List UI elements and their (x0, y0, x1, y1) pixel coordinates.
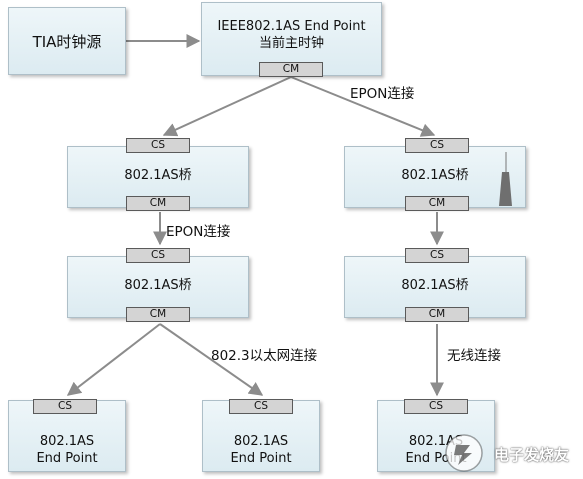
bridge-left-1-label: 802.1AS桥 (124, 168, 192, 183)
grandmaster-subtitle: 当前主时钟 (258, 36, 324, 51)
grandmaster-cm-tag: CM (259, 62, 323, 77)
endpoint-1-line2: End Point (36, 451, 98, 466)
watermark: 电子发烧友 (436, 430, 582, 476)
endpoint-3-cs-tag: CS (404, 399, 468, 414)
bridge-right-1-cs-tag: CS (405, 138, 469, 153)
bridge-left-1-cm-tag: CM (126, 196, 190, 211)
link-label-epon-top: EPON连接 (350, 86, 415, 102)
grandmaster-title: IEEE802.1AS End Point (217, 19, 366, 34)
endpoint-2-cs-tag: CS (229, 399, 293, 414)
arrow-gm-to-bridge-r1 (290, 76, 436, 137)
bridge-right-2-cm-tag: CM (405, 307, 469, 322)
endpoint-1-cs-tag: CS (33, 399, 97, 414)
tia-clock-source-box: TIA时钟源 (8, 7, 126, 75)
antenna-icon (499, 152, 512, 206)
arrow-bridge-l2-to-ep1 (66, 323, 161, 396)
bridge-left-1-cs-tag: CS (126, 138, 190, 153)
tia-clock-source-label: TIA时钟源 (32, 33, 102, 51)
bridge-right-1-cm-tag: CM (405, 196, 469, 211)
watermark-logo-icon (445, 434, 483, 472)
watermark-text: 电子发烧友 (494, 446, 570, 464)
bridge-right-2-cs-tag: CS (405, 248, 469, 263)
arrow-bridge-l2-to-ep2 (159, 323, 264, 396)
link-label-ethernet: 802.3以太网连接 (211, 348, 318, 364)
arrow-gm-to-bridge-l1 (162, 76, 292, 137)
bridge-left-2-cs-tag: CS (126, 248, 190, 263)
endpoint-2-line2: End Point (230, 451, 292, 466)
endpoint-2-line1: 802.1AS (233, 434, 289, 449)
link-label-epon-left: EPON连接 (166, 224, 231, 240)
link-label-wireless: 无线连接 (447, 348, 501, 364)
endpoint-1-line1: 802.1AS (39, 434, 95, 449)
bridge-left-2-label: 802.1AS桥 (124, 278, 192, 293)
endpoint-1-box: 802.1AS End Point (8, 400, 126, 472)
bridge-right-1-label: 802.1AS桥 (401, 168, 469, 183)
bridge-right-2-label: 802.1AS桥 (401, 278, 469, 293)
bridge-left-2-cm-tag: CM (126, 307, 190, 322)
